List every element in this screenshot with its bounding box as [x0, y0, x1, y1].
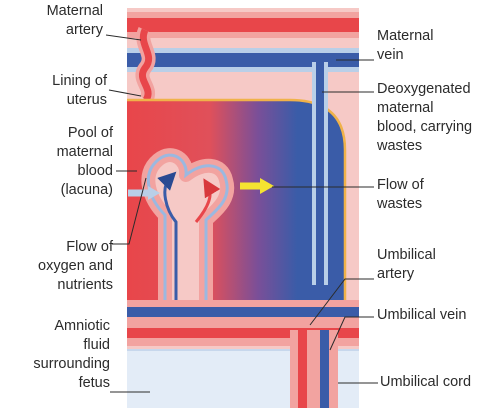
- label-lining-of-uterus: Lining of uterus: [0, 72, 107, 110]
- label-maternal-artery: Maternal artery: [0, 2, 103, 40]
- label-amniotic-fluid: Amniotic fluid surrounding fetus: [0, 317, 110, 393]
- label-flow-of-wastes: Flow of wastes: [377, 176, 502, 214]
- label-deoxygenated-blood: Deoxygenated maternal blood, carrying wa…: [377, 80, 502, 156]
- label-umbilical-artery: Umbilical artery: [377, 246, 502, 284]
- umbilical-artery-branch: [127, 307, 359, 317]
- label-flow-of-oxygen: Flow of oxygen and nutrients: [0, 238, 113, 295]
- label-umbilical-cord: Umbilical cord: [380, 373, 502, 392]
- umbilical-cord-shape: [290, 330, 338, 408]
- label-umbilical-vein: Umbilical vein: [377, 306, 502, 325]
- top-artery: [127, 18, 359, 32]
- label-pool-of-maternal-blood: Pool of maternal blood (lacuna): [0, 124, 113, 200]
- label-maternal-vein: Maternal vein: [377, 27, 502, 65]
